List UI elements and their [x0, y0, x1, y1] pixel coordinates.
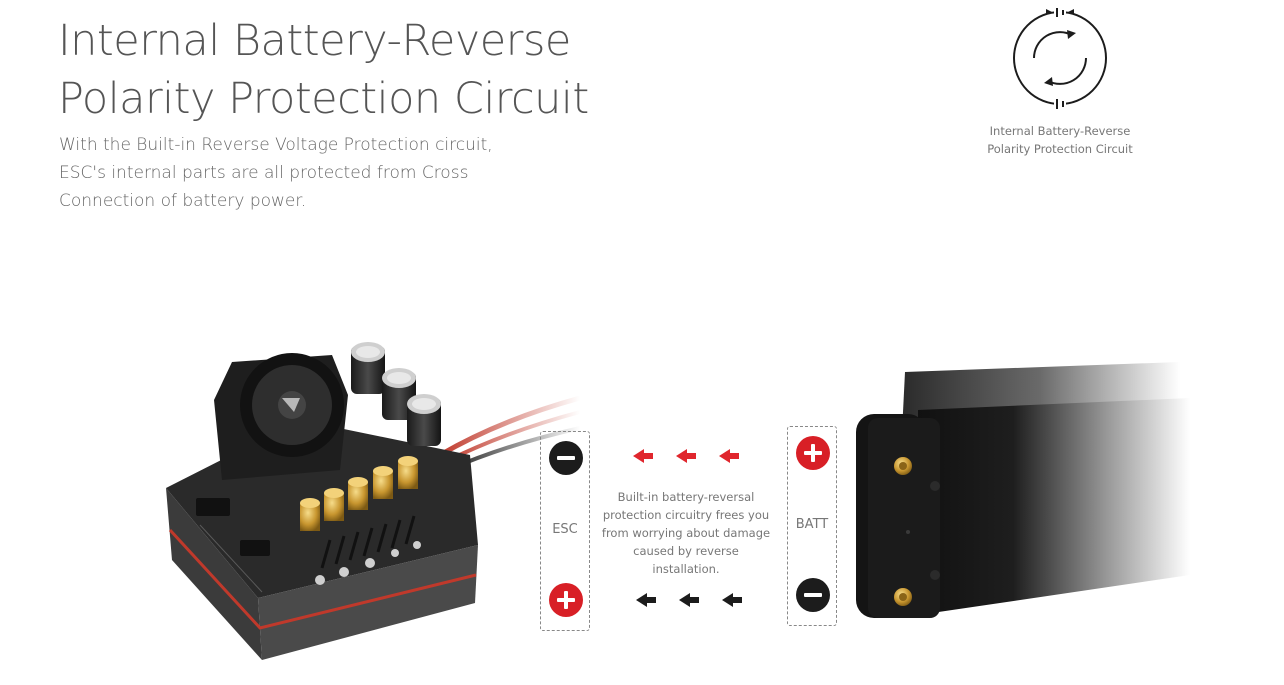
explanation-line-2: protection circuitry frees you	[602, 508, 770, 522]
arrow-left-dark-icon	[722, 593, 742, 607]
batt-label: BATT	[795, 517, 829, 532]
reverse-polarity-icon	[1010, 8, 1110, 112]
arrow-left-red-icon	[676, 449, 696, 463]
icon-caption-line-2: Polarity Protection Circuit	[987, 142, 1133, 156]
minus-icon	[549, 441, 583, 475]
explanation-line-4: caused by reverse installation.	[633, 544, 739, 576]
esc-body	[166, 342, 478, 660]
icon-caption: Internal Battery-Reverse Polarity Protec…	[960, 122, 1160, 158]
page-title: Internal Battery-Reverse Polarity Protec…	[58, 12, 589, 128]
desc-line-1: With the Built-in Reverse Voltage Protec…	[59, 135, 493, 155]
arrow-left-red-icon	[719, 449, 739, 463]
feature-description: With the Built-in Reverse Voltage Protec…	[59, 131, 529, 215]
arrow-left-dark-icon	[679, 593, 699, 607]
title-line-1: Internal Battery-Reverse	[58, 16, 571, 66]
esc-polarity-box: ESC	[540, 431, 590, 631]
explanation-line-1: Built-in battery-reversal	[617, 490, 755, 504]
plus-icon	[549, 583, 583, 617]
battery-pack	[856, 362, 1190, 618]
minus-icon	[796, 578, 830, 612]
arrow-left-dark-icon	[636, 593, 656, 607]
icon-caption-line-1: Internal Battery-Reverse	[989, 124, 1131, 138]
protection-explanation: Built-in battery-reversal protection cir…	[598, 488, 774, 578]
esc-label: ESC	[552, 522, 578, 537]
plus-icon	[796, 436, 830, 470]
desc-line-3: Connection of battery power.	[59, 191, 307, 211]
arrow-left-red-icon	[633, 449, 653, 463]
desc-line-2: ESC's internal parts are all protected f…	[59, 163, 469, 183]
batt-polarity-box: BATT	[787, 426, 837, 626]
title-line-2: Polarity Protection Circuit	[58, 74, 589, 124]
explanation-line-3: from worrying about damage	[601, 526, 771, 540]
